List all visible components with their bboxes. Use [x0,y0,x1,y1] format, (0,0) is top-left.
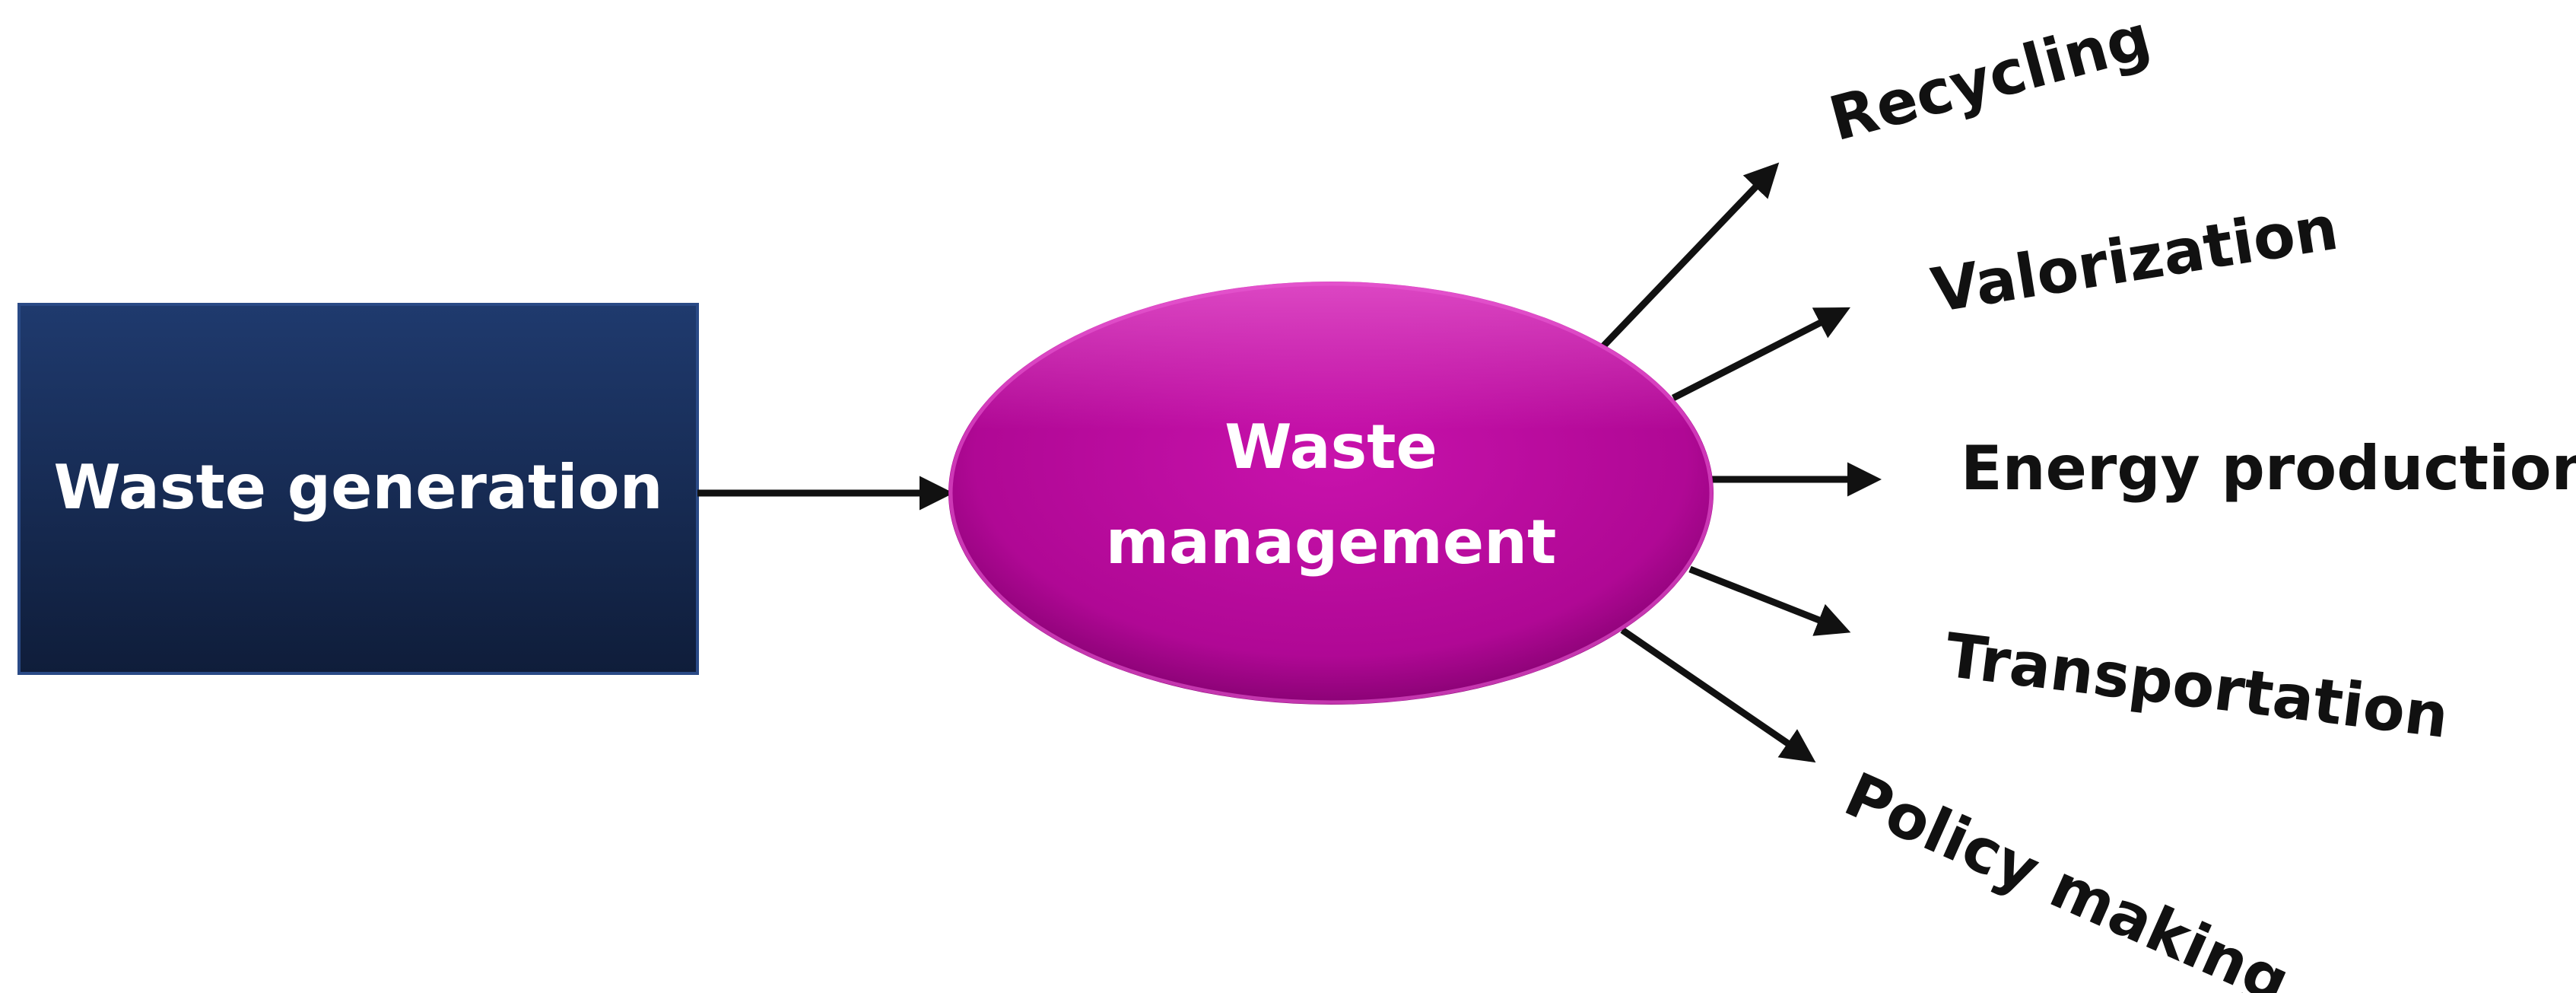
waste-generation-node: Waste generation [17,303,699,675]
arrow-to-policy-making [1620,627,1816,763]
waste-generation-label: Waste generation [53,452,662,523]
output-labels: Recycling Valorization Energy production… [1822,2,2576,993]
arrow-to-valorization [1671,307,1851,402]
waste-management-label-line1: Waste [1224,412,1437,482]
label-recycling: Recycling [1822,2,2158,155]
label-transportation: Transportation [1942,620,2453,752]
label-valorization: Valorization [1926,193,2343,326]
arrow-to-recycling [1600,162,1780,349]
waste-management-label-line2: management [1106,507,1557,578]
arrow-to-transportation [1688,565,1851,636]
label-policy-making: Policy making [1834,759,2300,993]
waste-generation-box [19,304,697,673]
output-arrows [1600,162,1882,763]
waste-management-node: Waste management [948,282,1714,705]
label-energy-production: Energy production [1961,433,2576,504]
